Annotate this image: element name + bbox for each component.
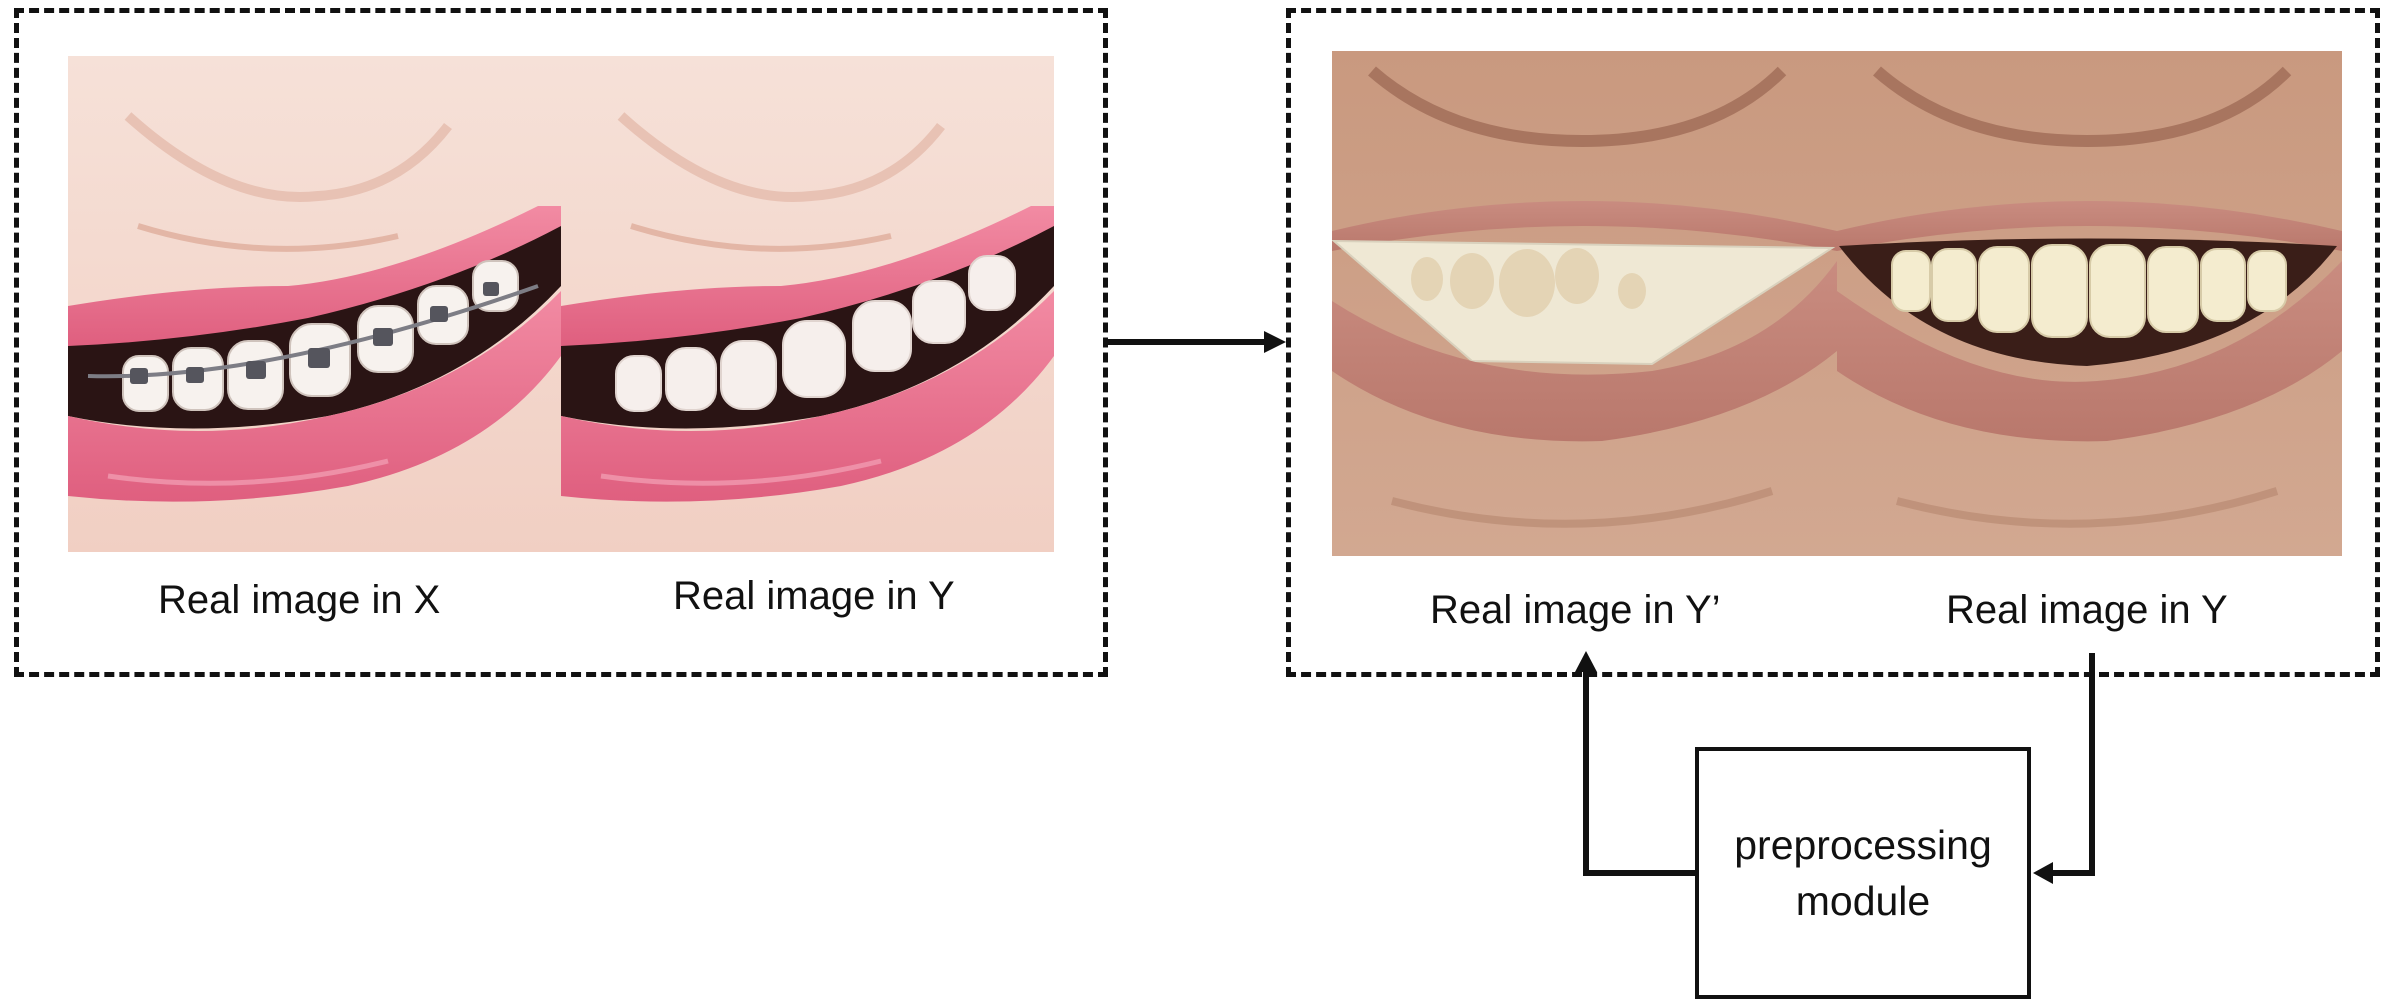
natural-smile-photo [1837,51,2342,556]
caption-real-image-x: Real image in X [158,578,440,623]
preprocessing-module-box: preprocessing module [1695,747,2031,999]
caption-real-image-y-right: Real image in Y [1946,588,2228,633]
mouth-mask-photo [1332,51,1837,556]
arrowhead-right [1264,331,1286,353]
arrowhead-left [2033,862,2053,884]
caption-real-image-y-prime: Real image in Y’ [1430,588,1721,633]
braces-smile-photo [68,56,561,552]
arrow-y-to-module [2050,653,2092,873]
edited-smile-photo [561,56,1054,552]
arrow-module-to-y-prime [1586,668,1695,873]
preprocessing-module-label: preprocessing module [1734,817,1992,929]
caption-real-image-y-left: Real image in Y [673,574,955,619]
